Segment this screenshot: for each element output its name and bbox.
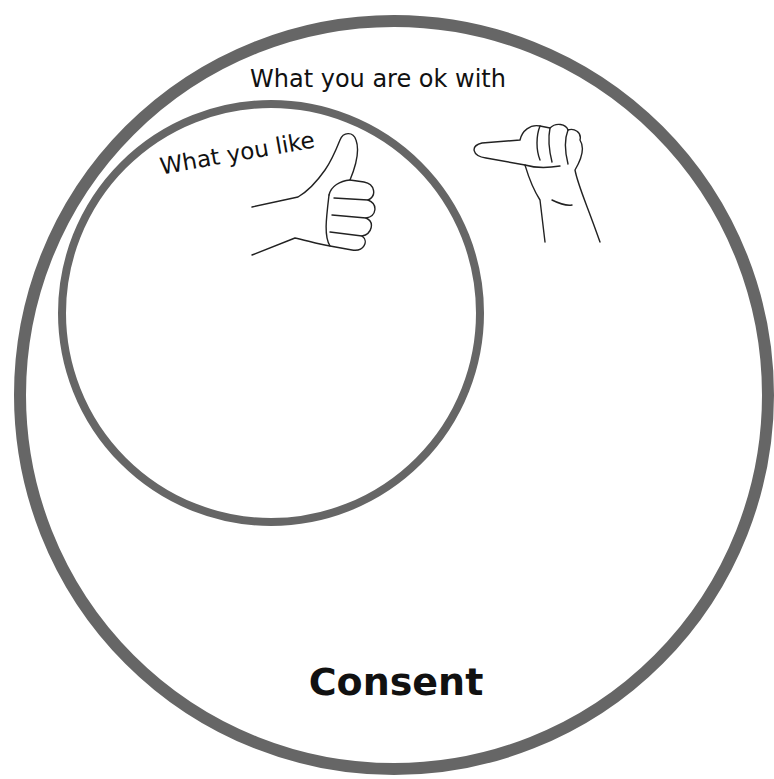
circle-region: What you are ok withConsent What you like [14, 15, 774, 775]
region-label: What you like [157, 127, 316, 181]
circle-outline [58, 100, 484, 526]
region-title: Consent [309, 660, 484, 706]
circle-region: What you like [58, 100, 484, 526]
circle-stroke [20, 21, 768, 769]
thumb-sideways-hand [474, 124, 600, 242]
circle-stroke [62, 104, 480, 522]
region-label: What you are ok with [250, 65, 506, 94]
